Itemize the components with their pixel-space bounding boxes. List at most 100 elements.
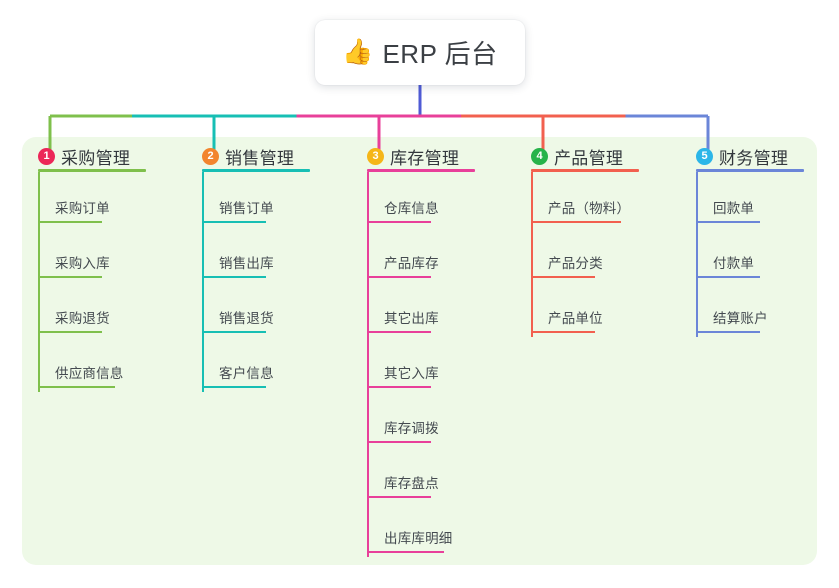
branch-title: 库存管理	[390, 148, 460, 168]
branch-item-underline	[369, 441, 431, 443]
branch-item-underline	[533, 331, 595, 333]
branch-header[interactable]: 3 库存管理	[351, 143, 501, 169]
branch-item-underline	[369, 551, 444, 553]
branch-item-underline	[369, 386, 431, 388]
branch-item-list: 仓库信息产品库存其它出库其它入库库存调拨库存盘点出库库明细	[367, 172, 501, 557]
branch-title: 采购管理	[61, 148, 131, 168]
branch-item-label: 产品（物料）	[548, 201, 631, 216]
branch-item[interactable]: 采购订单	[38, 172, 172, 227]
branches-panel	[22, 137, 817, 565]
branch-item-underline	[698, 331, 760, 333]
branch-item-underline	[369, 276, 431, 278]
branch-item-list: 产品（物料） 产品分类产品单位	[531, 172, 665, 337]
branch-number-badge: 2	[202, 147, 219, 165]
branch-column-财务管理: 5 财务管理回款单付款单结算账户	[680, 143, 830, 337]
branch-item-underline	[40, 221, 102, 223]
branch-item-list: 采购订单采购入库采购退货供应商信息	[38, 172, 172, 392]
branch-item-underline	[204, 386, 266, 388]
branch-item[interactable]: 库存盘点	[367, 447, 501, 502]
branch-header[interactable]: 5 财务管理	[680, 143, 830, 169]
thumbs-up-icon: 👍	[342, 38, 374, 66]
branch-item-label: 出库库明细	[384, 531, 453, 546]
branch-underline	[38, 169, 146, 172]
branch-item[interactable]: 其它入库	[367, 337, 501, 392]
branch-item-label: 采购入库	[55, 256, 110, 271]
branch-item-label: 销售订单	[219, 201, 274, 216]
branch-header[interactable]: 2 销售管理	[186, 143, 336, 169]
branch-item[interactable]: 产品库存	[367, 227, 501, 282]
branch-number-badge: 4	[531, 147, 548, 165]
branch-item[interactable]: 付款单	[696, 227, 830, 282]
branch-item[interactable]: 产品（物料）	[531, 172, 665, 227]
branch-spine	[696, 172, 698, 337]
branch-item-underline	[698, 221, 760, 223]
branch-item[interactable]: 销售出库	[202, 227, 336, 282]
branch-item-underline	[533, 221, 621, 223]
branch-column-采购管理: 1 采购管理采购订单采购入库采购退货供应商信息	[22, 143, 172, 392]
branch-item[interactable]: 产品单位	[531, 282, 665, 337]
branch-item-label: 采购退货	[55, 311, 110, 326]
branch-item[interactable]: 产品分类	[531, 227, 665, 282]
branch-item-label: 产品库存	[384, 256, 439, 271]
branch-item-list: 销售订单销售出库销售退货客户信息	[202, 172, 336, 392]
branch-title: 产品管理	[554, 148, 624, 168]
branch-item[interactable]: 结算账户	[696, 282, 830, 337]
root-title: ERP 后台	[382, 39, 498, 69]
branch-item[interactable]: 供应商信息	[38, 337, 172, 392]
branch-spine	[202, 172, 204, 392]
branch-item[interactable]: 出库库明细	[367, 502, 501, 557]
branch-number-badge: 3	[367, 147, 384, 165]
branch-column-库存管理: 3 库存管理仓库信息产品库存其它出库其它入库库存调拨库存盘点出库库明细	[351, 143, 501, 557]
branch-item[interactable]: 仓库信息	[367, 172, 501, 227]
branch-spine	[38, 172, 40, 392]
branch-item-underline	[533, 276, 595, 278]
branch-item-label: 客户信息	[219, 366, 274, 381]
branch-item-underline	[40, 276, 102, 278]
branch-item-label: 产品单位	[548, 311, 603, 326]
branch-item[interactable]: 销售退货	[202, 282, 336, 337]
branch-underline	[202, 169, 310, 172]
branch-item-label: 其它入库	[384, 366, 439, 381]
branch-item-label: 库存调拨	[384, 421, 439, 436]
branch-item-label: 仓库信息	[384, 201, 439, 216]
branch-item[interactable]: 其它出库	[367, 282, 501, 337]
branch-number-badge: 5	[696, 147, 713, 165]
branch-item-label: 产品分类	[548, 256, 603, 271]
branch-item-label: 销售退货	[219, 311, 274, 326]
branch-column-产品管理: 4 产品管理产品（物料） 产品分类产品单位	[515, 143, 665, 337]
branch-item-label: 付款单	[713, 256, 755, 271]
branch-spine	[531, 172, 533, 337]
branch-item-label: 回款单	[713, 201, 755, 216]
branch-title: 财务管理	[719, 148, 789, 168]
branch-item[interactable]: 客户信息	[202, 337, 336, 392]
branch-item-list: 回款单付款单结算账户	[696, 172, 830, 337]
branch-number-badge: 1	[38, 147, 55, 165]
branch-item-underline	[40, 386, 115, 388]
branch-item[interactable]: 回款单	[696, 172, 830, 227]
branch-underline	[367, 169, 475, 172]
branch-item-underline	[204, 276, 266, 278]
branch-header[interactable]: 4 产品管理	[515, 143, 665, 169]
branch-item-underline	[40, 331, 102, 333]
root-node[interactable]: 👍 ERP 后台	[315, 20, 525, 85]
branch-item-label: 销售出库	[219, 256, 274, 271]
branch-column-销售管理: 2 销售管理销售订单销售出库销售退货客户信息	[186, 143, 336, 392]
branch-item-underline	[698, 276, 760, 278]
branch-item-label: 其它出库	[384, 311, 439, 326]
branch-item[interactable]: 库存调拨	[367, 392, 501, 447]
branch-spine	[367, 172, 369, 557]
branch-header[interactable]: 1 采购管理	[22, 143, 172, 169]
branch-item[interactable]: 销售订单	[202, 172, 336, 227]
branch-underline	[696, 169, 804, 172]
branch-item-label: 结算账户	[713, 311, 768, 326]
branch-item-underline	[369, 331, 431, 333]
branch-item-underline	[369, 496, 431, 498]
branch-item-underline	[204, 221, 266, 223]
branch-item[interactable]: 采购退货	[38, 282, 172, 337]
branch-item-underline	[204, 331, 266, 333]
branch-item[interactable]: 采购入库	[38, 227, 172, 282]
branch-item-label: 采购订单	[55, 201, 110, 216]
branch-underline	[531, 169, 639, 172]
branch-title: 销售管理	[225, 148, 295, 168]
